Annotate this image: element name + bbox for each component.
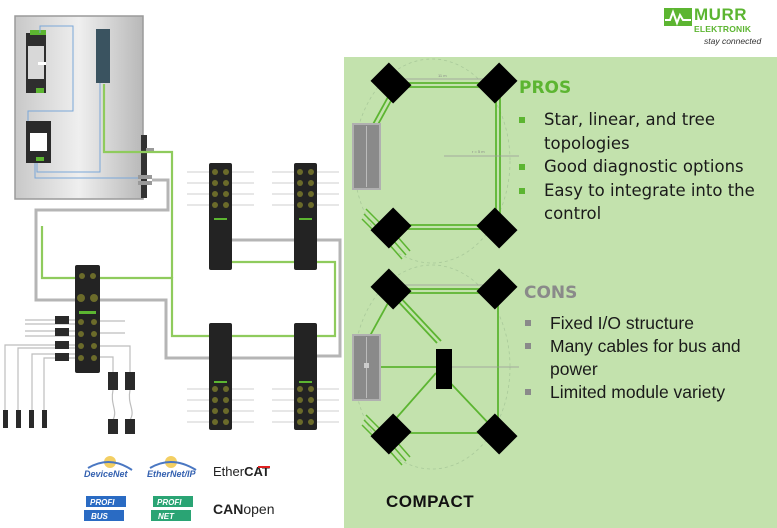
cons-title: CONS <box>524 283 578 303</box>
topology-diagrams: 11 m r = 5 m <box>352 58 519 470</box>
io-module-array <box>187 163 339 430</box>
svg-text:BUS: BUS <box>91 512 109 521</box>
ethernetip-logo: EtherNet/IP <box>147 456 197 479</box>
io-module-main <box>75 265 100 373</box>
logo-text-murr: MURR <box>694 5 747 24</box>
svg-text:PROFI: PROFI <box>90 498 115 507</box>
radius-label: r = 5 m <box>472 149 485 154</box>
star-hub <box>436 349 452 389</box>
svg-text:EtherNet/IP: EtherNet/IP <box>147 469 197 479</box>
connectors <box>3 316 135 434</box>
canopen-logo: CANopen <box>213 501 275 517</box>
io-module <box>272 163 339 270</box>
bullet-icon <box>519 117 525 123</box>
bullet-icon <box>525 320 531 326</box>
logo-mark-icon <box>664 8 692 26</box>
power-supply <box>26 30 46 93</box>
profinet-logo: PROFI NET <box>151 496 193 521</box>
pros-topology: 11 m r = 5 m <box>352 58 519 264</box>
ethercat-logo: EtherCAT <box>213 464 270 479</box>
plc-module <box>96 29 110 83</box>
distance-label: 11 m <box>438 73 447 78</box>
cons-list: Fixed I/O structure Many cables for bus … <box>523 312 773 404</box>
power-cable-grey <box>34 178 342 360</box>
bullet-icon <box>519 187 525 194</box>
bus-cable-green <box>40 84 337 338</box>
circuit-breaker <box>26 121 51 163</box>
pros-list: Star, linear, and tree topologies Good d… <box>517 108 772 226</box>
svg-text:NET: NET <box>158 512 175 521</box>
cons-item: Fixed I/O structure <box>523 312 773 335</box>
control-cabinet <box>14 15 154 200</box>
bullet-icon <box>519 164 525 170</box>
logo-tagline: stay connected <box>704 36 762 46</box>
io-module <box>272 323 339 430</box>
pros-item: Star, linear, and tree topologies <box>517 108 772 155</box>
protocol-logos: DeviceNet EtherNet/IP EtherCAT PROFI BUS… <box>84 456 275 521</box>
wiring-diagram: DeviceNet EtherNet/IP EtherCAT PROFI BUS… <box>3 15 342 521</box>
svg-text:PROFI: PROFI <box>157 498 182 507</box>
devicenet-logo: DeviceNet <box>84 456 133 479</box>
murr-elektronik-logo: MURR ELEKTRONIK stay connected <box>664 6 774 50</box>
cons-topology <box>352 264 519 470</box>
svg-text:DeviceNet: DeviceNet <box>84 469 129 479</box>
pros-item: Easy to integrate into the control <box>517 179 772 226</box>
cons-item: Limited module variety <box>523 381 773 404</box>
bullet-icon <box>525 343 531 349</box>
bullet-icon <box>525 389 531 395</box>
logo-text-elektronik: ELEKTRONIK <box>694 24 752 34</box>
svg-text:CANopen: CANopen <box>213 501 275 517</box>
pros-title: PROS <box>519 78 572 98</box>
topology-type-label: COMPACT <box>386 492 475 511</box>
io-module <box>187 323 254 430</box>
io-module <box>187 163 254 270</box>
profibus-logo: PROFI BUS <box>84 496 126 521</box>
cons-item: Many cables for bus and power <box>523 335 773 381</box>
pros-item: Good diagnostic options <box>517 155 772 179</box>
